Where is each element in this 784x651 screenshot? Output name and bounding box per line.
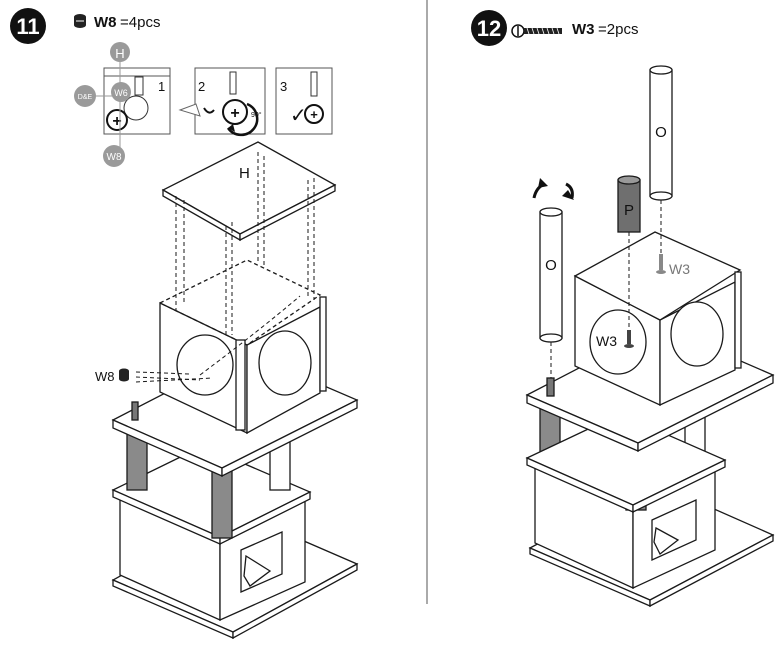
callout-w8 [103,145,125,167]
step12-part-qty: =2pcs [598,21,638,38]
cube-hole-front-12 [589,309,647,375]
callout-de [74,85,96,107]
step11-dashed-guides [135,152,315,383]
rotate-arrows-icon [532,178,574,200]
step11-badge [10,8,46,44]
cam-lock-icon [74,14,86,28]
svg-text:W6: W6 [114,88,128,98]
svg-text:D&E: D&E [78,94,93,101]
detail-step-3: 3 [280,79,287,94]
detail-step-2: 2 [198,79,205,94]
step11-cat-tree [111,141,359,640]
top-panel-h [161,141,337,235]
callout-circles: H D&E W6 W8 [74,42,131,167]
top-panel-label: H [239,165,250,182]
step12-dashed-guides [550,200,662,378]
support-post-front [211,469,233,539]
post-o-left-label: O [545,257,557,274]
side-cam-lock-icon [119,368,129,382]
callout-w6 [111,82,131,102]
step11-number: 11 [16,14,39,39]
svg-text:W8: W8 [107,152,122,163]
svg-text:+: + [112,113,121,130]
cube-hole-side-12 [670,301,724,367]
svg-text:+: + [310,107,318,122]
rotate-arrow-icon [226,102,259,137]
step12-part-code: W3 [572,21,595,38]
check-icon: ✓ [290,105,307,127]
screw-inside-label: W3 [596,333,617,349]
svg-text:H: H [115,46,124,61]
cube-top-12 [573,231,742,321]
step11-detail-box-2: + 2 90° [178,67,266,137]
svg-text:+: + [230,105,239,122]
step11-detail-box-1: + 1 [103,67,171,135]
side-part-label: W8 [95,369,115,384]
post-o-right-label: O [655,124,667,141]
step11-part-code: W8 [94,14,117,31]
rotation-label: 90° [251,111,262,119]
screw-inside-icon [624,330,634,348]
step11-part-qty: =4pcs [120,14,160,31]
post-p-label: P [624,202,634,219]
screw-bolt-icon [511,24,562,38]
screw-top-icon [656,254,666,274]
cube-hole-side [258,330,312,396]
step12-header: 12 W3 =2pcs [471,10,638,46]
step12-badge [471,10,507,46]
step11-header: 11 W8 =4pcs [10,8,160,44]
screwdriver-icon [178,103,201,117]
step12-cat-tree [525,65,775,608]
cube-hole-front [176,334,234,396]
step11-detail-box-3: + ✓ 3 [275,67,333,135]
step12-number: 12 [477,16,501,41]
screw-top-label: W3 [669,261,690,277]
callout-h [110,42,130,62]
post-o-left [539,211,563,339]
detail-step-1: 1 [158,79,165,94]
